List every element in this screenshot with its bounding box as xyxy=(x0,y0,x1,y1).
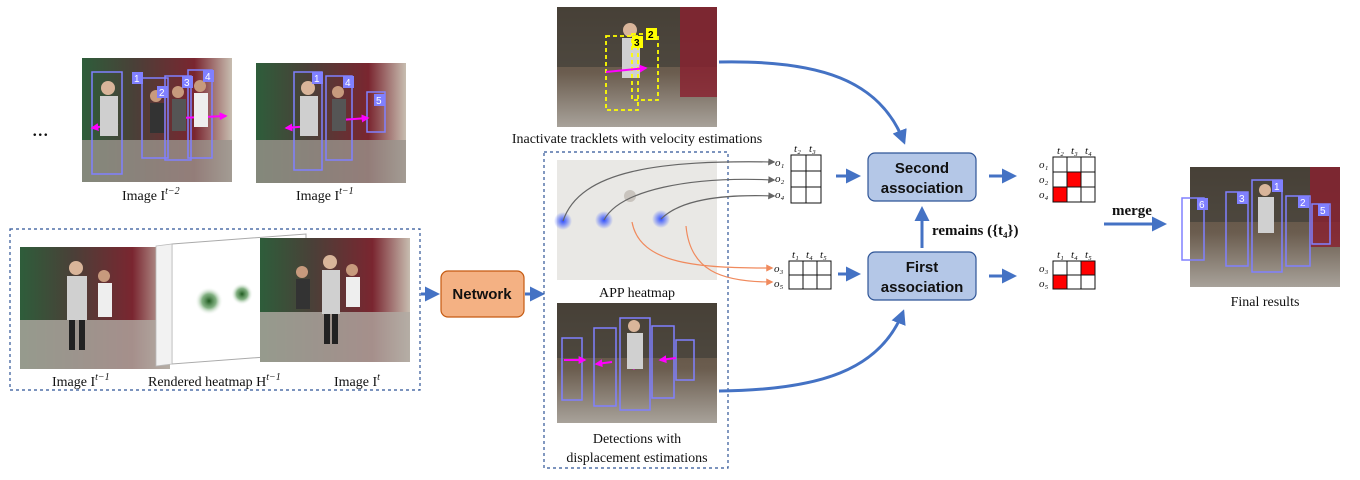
svg-text:5: 5 xyxy=(376,96,382,107)
caption-input-image-t: Image It xyxy=(334,372,380,390)
app-links-to-detections xyxy=(631,221,774,286)
frame-inactive-tracklets xyxy=(557,7,717,127)
caption-final-results: Final results xyxy=(1231,295,1300,310)
network-label: Network xyxy=(452,286,512,303)
track-id-labels-prev1: 1 4 5 xyxy=(312,72,385,107)
svg-text:association: association xyxy=(881,180,964,197)
ellipsis: ... xyxy=(32,116,49,141)
remains-label: remains ({t₄}) xyxy=(932,223,1018,239)
second-association-block: Second association xyxy=(867,152,977,202)
network-block: Network xyxy=(440,270,525,318)
matrix-first-input: t₁ t₄ t₅ o₃ o₅ xyxy=(774,249,832,290)
svg-text:2: 2 xyxy=(1300,198,1306,209)
svg-text:t₃: t₃ xyxy=(1071,145,1078,157)
frame-image-t-minus-1-top xyxy=(256,63,406,183)
matrix-cell xyxy=(1052,260,1068,276)
svg-text:Second: Second xyxy=(895,160,949,177)
matrix-cell xyxy=(1052,171,1068,188)
svg-text:1: 1 xyxy=(1274,182,1280,193)
svg-text:4: 4 xyxy=(205,72,211,83)
svg-text:t₁: t₁ xyxy=(792,249,799,261)
caption-app-heatmap: APP heatmap xyxy=(599,286,675,301)
matched-cell xyxy=(1052,186,1068,203)
caption-detections-line1: Detections with xyxy=(593,432,681,447)
matrix-cell xyxy=(1080,186,1096,203)
network-output-group xyxy=(543,151,729,469)
caption-inactive-tracklets: Inactivate tracklets with velocity estim… xyxy=(512,132,762,147)
caption-image-t-minus-2: Image It−2 xyxy=(122,186,180,204)
matrix-cell xyxy=(1080,274,1096,290)
svg-text:3: 3 xyxy=(1239,194,1245,205)
matched-cell xyxy=(1052,274,1068,290)
svg-text:5: 5 xyxy=(1320,206,1326,217)
first-association-block: First association xyxy=(867,251,977,301)
flow-arrows xyxy=(718,60,1167,393)
frame-final-results xyxy=(1181,167,1340,287)
svg-text:1: 1 xyxy=(314,74,320,85)
matrix-cell xyxy=(1080,171,1096,188)
matrix-cell xyxy=(1052,156,1068,173)
matrix-cell xyxy=(1066,156,1082,173)
caption-input-image-t-minus-1: Image It−1 xyxy=(52,372,110,390)
matrix-cell xyxy=(1066,186,1082,203)
network-input-group xyxy=(9,228,421,391)
svg-text:o₁: o₁ xyxy=(775,157,785,169)
matrix-cell xyxy=(1066,260,1082,276)
track-id-labels-final: 6 3 1 2 5 xyxy=(1197,180,1329,217)
svg-text:1: 1 xyxy=(134,74,140,85)
svg-text:2: 2 xyxy=(159,88,165,99)
svg-text:o₁: o₁ xyxy=(1039,159,1049,171)
svg-text:t₅: t₅ xyxy=(820,249,827,261)
frame-app-heatmap xyxy=(554,160,717,280)
svg-text:6: 6 xyxy=(1199,200,1205,211)
matrix-first-output: t₁ t₄ t₅ o₃ o₅ xyxy=(1039,249,1096,290)
matched-cell xyxy=(1066,171,1082,188)
matrix-cell xyxy=(1066,274,1082,290)
matched-cell xyxy=(1080,260,1096,276)
svg-text:o₄: o₄ xyxy=(775,189,785,201)
matrix-second-output: t₂ t₃ t₄ o₁ o₂ o₄ xyxy=(1039,145,1096,203)
svg-text:o₃: o₃ xyxy=(1039,263,1049,275)
svg-text:3: 3 xyxy=(184,78,190,89)
track-id-labels-tracklets: 3 2 xyxy=(632,28,657,49)
svg-text:o₄: o₄ xyxy=(1039,189,1049,201)
svg-text:t₃: t₃ xyxy=(809,143,816,155)
app-links-to-tracklets xyxy=(562,158,776,222)
frame-input-image-t xyxy=(260,238,410,362)
svg-text:First: First xyxy=(906,259,939,276)
matrix-cell xyxy=(1080,156,1096,173)
caption-image-t-minus-1-top: Image It−1 xyxy=(296,186,354,204)
svg-text:t₄: t₄ xyxy=(1071,249,1078,261)
svg-text:o₅: o₅ xyxy=(1039,278,1049,290)
merge-label: merge xyxy=(1112,203,1152,219)
svg-text:o₂: o₂ xyxy=(775,173,785,185)
svg-text:2: 2 xyxy=(648,30,654,41)
svg-text:t₅: t₅ xyxy=(1085,249,1092,261)
svg-text:3: 3 xyxy=(634,38,640,49)
caption-rendered-heatmap: Rendered heatmap Ht−1 xyxy=(148,372,281,390)
frame-detections xyxy=(557,303,717,423)
caption-detections-line2: displacement estimations xyxy=(566,451,707,466)
svg-text:t₄: t₄ xyxy=(1085,145,1092,157)
svg-text:t₄: t₄ xyxy=(806,249,813,261)
matrix-second-input: t₂ t₃ o₁ o₂ o₄ xyxy=(775,143,822,204)
svg-text:t₂: t₂ xyxy=(1057,145,1064,157)
svg-text:o₂: o₂ xyxy=(1039,174,1049,186)
svg-text:t₁: t₁ xyxy=(1057,249,1064,261)
svg-text:association: association xyxy=(881,279,964,296)
frame-input-image-t-minus-1 xyxy=(20,247,170,369)
svg-text:o₃: o₃ xyxy=(774,263,784,275)
svg-text:4: 4 xyxy=(345,78,351,89)
svg-text:o₅: o₅ xyxy=(774,278,784,290)
svg-text:t₂: t₂ xyxy=(794,143,801,155)
track-id-labels-prev2: 1 2 3 4 xyxy=(132,70,214,99)
